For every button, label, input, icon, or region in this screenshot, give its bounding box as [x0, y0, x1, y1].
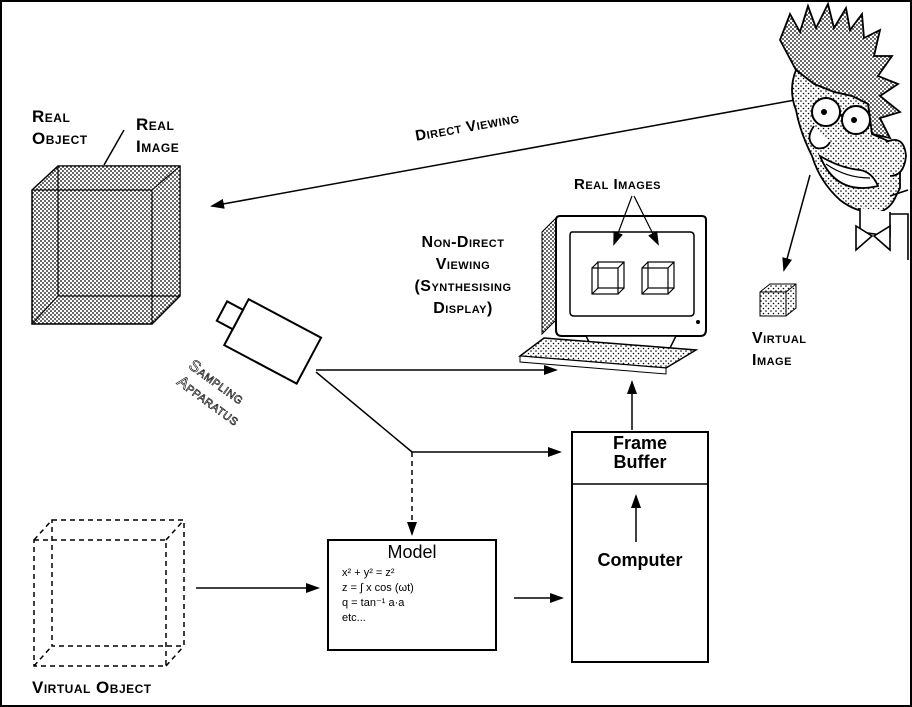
model-box	[327, 539, 497, 651]
viewer-cartoon-person	[779, 1, 909, 260]
non-direct-viewing-label: Non-Direct Viewing (Synthesising Display…	[388, 232, 538, 320]
virtual-image-cube	[759, 283, 797, 317]
real-images-label: Real Images	[574, 176, 662, 193]
model-equations: x² + y² = z² z = ∫ x cos (ωt) q = tan⁻¹ …	[342, 566, 414, 626]
real-image-label-line2: Image	[136, 137, 180, 156]
frame-buffer-line2: Buffer	[613, 452, 667, 472]
computer-box	[571, 431, 709, 663]
real-object-label: Real Object	[32, 106, 88, 150]
non-direct-line4: Display)	[433, 300, 493, 317]
label-divider-slash	[103, 129, 125, 166]
sampling-diagonal-line	[315, 371, 413, 453]
virtual-image-label: Virtual Image	[752, 328, 807, 372]
non-direct-line1: Non-Direct	[421, 234, 505, 251]
real-object-label-line2: Object	[32, 129, 88, 148]
virtual-object-cube	[33, 519, 185, 667]
model-equation-4: etc...	[342, 612, 366, 624]
virtual-image-arrow	[782, 174, 811, 272]
virtual-object-label: Virtual Object	[32, 678, 152, 697]
computer-label: Computer	[597, 550, 683, 570]
frame-buffer-line1: Frame	[612, 433, 668, 453]
real-object-cube	[31, 165, 181, 325]
sampling-apparatus-camera	[215, 297, 323, 385]
virtual-image-label-line1: Virtual	[752, 330, 807, 347]
model-label: Model	[387, 542, 437, 562]
model-equation-2: z = ∫ x cos (ωt)	[342, 582, 414, 594]
direct-viewing-arrow	[210, 99, 796, 209]
real-object-label-line1: Real	[32, 107, 71, 126]
model-equation-1: x² + y² = z²	[342, 567, 395, 579]
real-image-arrow-left	[613, 195, 633, 246]
monitor-display	[517, 215, 707, 375]
real-image-arrow-right	[633, 195, 659, 246]
non-direct-line2: Viewing	[435, 256, 491, 273]
non-direct-line3: (Synthesising	[414, 278, 512, 295]
virtual-image-label-line2: Image	[752, 352, 792, 369]
real-image-label: Real Image	[136, 114, 179, 158]
frame-buffer-label: Frame Buffer	[572, 434, 708, 472]
model-equation-3: q = tan⁻¹ a·a	[342, 597, 405, 609]
real-image-label-line1: Real	[136, 115, 175, 134]
